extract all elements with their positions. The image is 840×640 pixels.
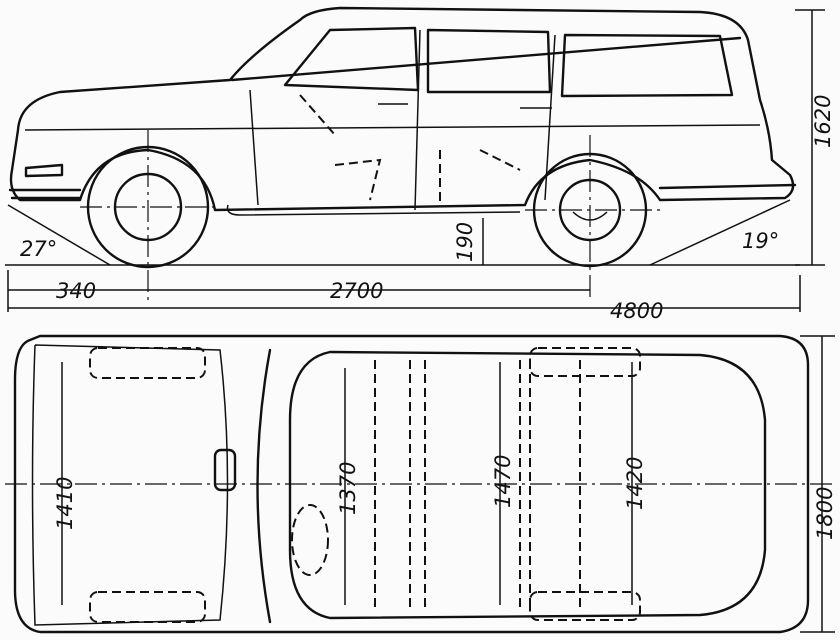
fuel-cap bbox=[213, 448, 237, 492]
hood-outline bbox=[31, 344, 229, 626]
top-view: 1410 1370 1470 1420 1800 bbox=[5, 334, 837, 634]
sill bbox=[226, 204, 521, 216]
height-label: 1620 bbox=[811, 95, 835, 148]
rear-track-label: 1420 bbox=[623, 457, 647, 510]
ground-clearance-label: 190 bbox=[453, 222, 477, 262]
length-dim-line bbox=[8, 275, 801, 312]
windshield-top bbox=[256, 348, 272, 624]
front-overhang-label: 340 bbox=[56, 279, 96, 303]
headlight bbox=[24, 163, 64, 178]
approach-angle-line bbox=[7, 204, 111, 266]
height-dim-line bbox=[795, 9, 825, 266]
door-handle bbox=[378, 103, 552, 109]
spare-wheel-hidden bbox=[291, 504, 329, 576]
interior-width-front-label: 1370 bbox=[336, 462, 360, 515]
roof-line bbox=[230, 36, 742, 82]
width-label: 1800 bbox=[813, 487, 837, 540]
length-label: 4800 bbox=[610, 299, 663, 323]
rear-side-window bbox=[560, 33, 734, 98]
door-lines bbox=[249, 29, 556, 211]
front-wheel-hidden-right bbox=[89, 591, 206, 623]
departure-angle-line bbox=[649, 199, 791, 266]
beltline bbox=[24, 124, 761, 131]
width-dims bbox=[61, 335, 835, 633]
wheel-axis-lines bbox=[80, 130, 660, 300]
overhang-wheelbase-dim-line bbox=[7, 270, 590, 312]
hidden-lines bbox=[299, 94, 521, 205]
departure-angle-label: 19° bbox=[742, 229, 779, 253]
front-wheel-hidden-left bbox=[89, 347, 206, 379]
windshield bbox=[283, 26, 420, 92]
front-bumper bbox=[8, 188, 82, 200]
car-body-side bbox=[9, 6, 795, 212]
interior-width-mid-label: 1470 bbox=[491, 455, 515, 508]
rear-door-window bbox=[426, 28, 552, 94]
wheelbase-label: 2700 bbox=[330, 279, 383, 303]
approach-angle-label: 27° bbox=[20, 237, 57, 261]
rear-bumper bbox=[658, 183, 797, 190]
seat-hidden-lines bbox=[374, 360, 581, 610]
side-view: 27° 190 19° 1620 340 2700 4800 bbox=[5, 6, 835, 323]
rear-wheel-hidden-left bbox=[529, 347, 641, 377]
roof-outline-top bbox=[288, 350, 767, 620]
front-track-label: 1410 bbox=[53, 477, 77, 530]
car-body-top bbox=[13, 334, 810, 634]
